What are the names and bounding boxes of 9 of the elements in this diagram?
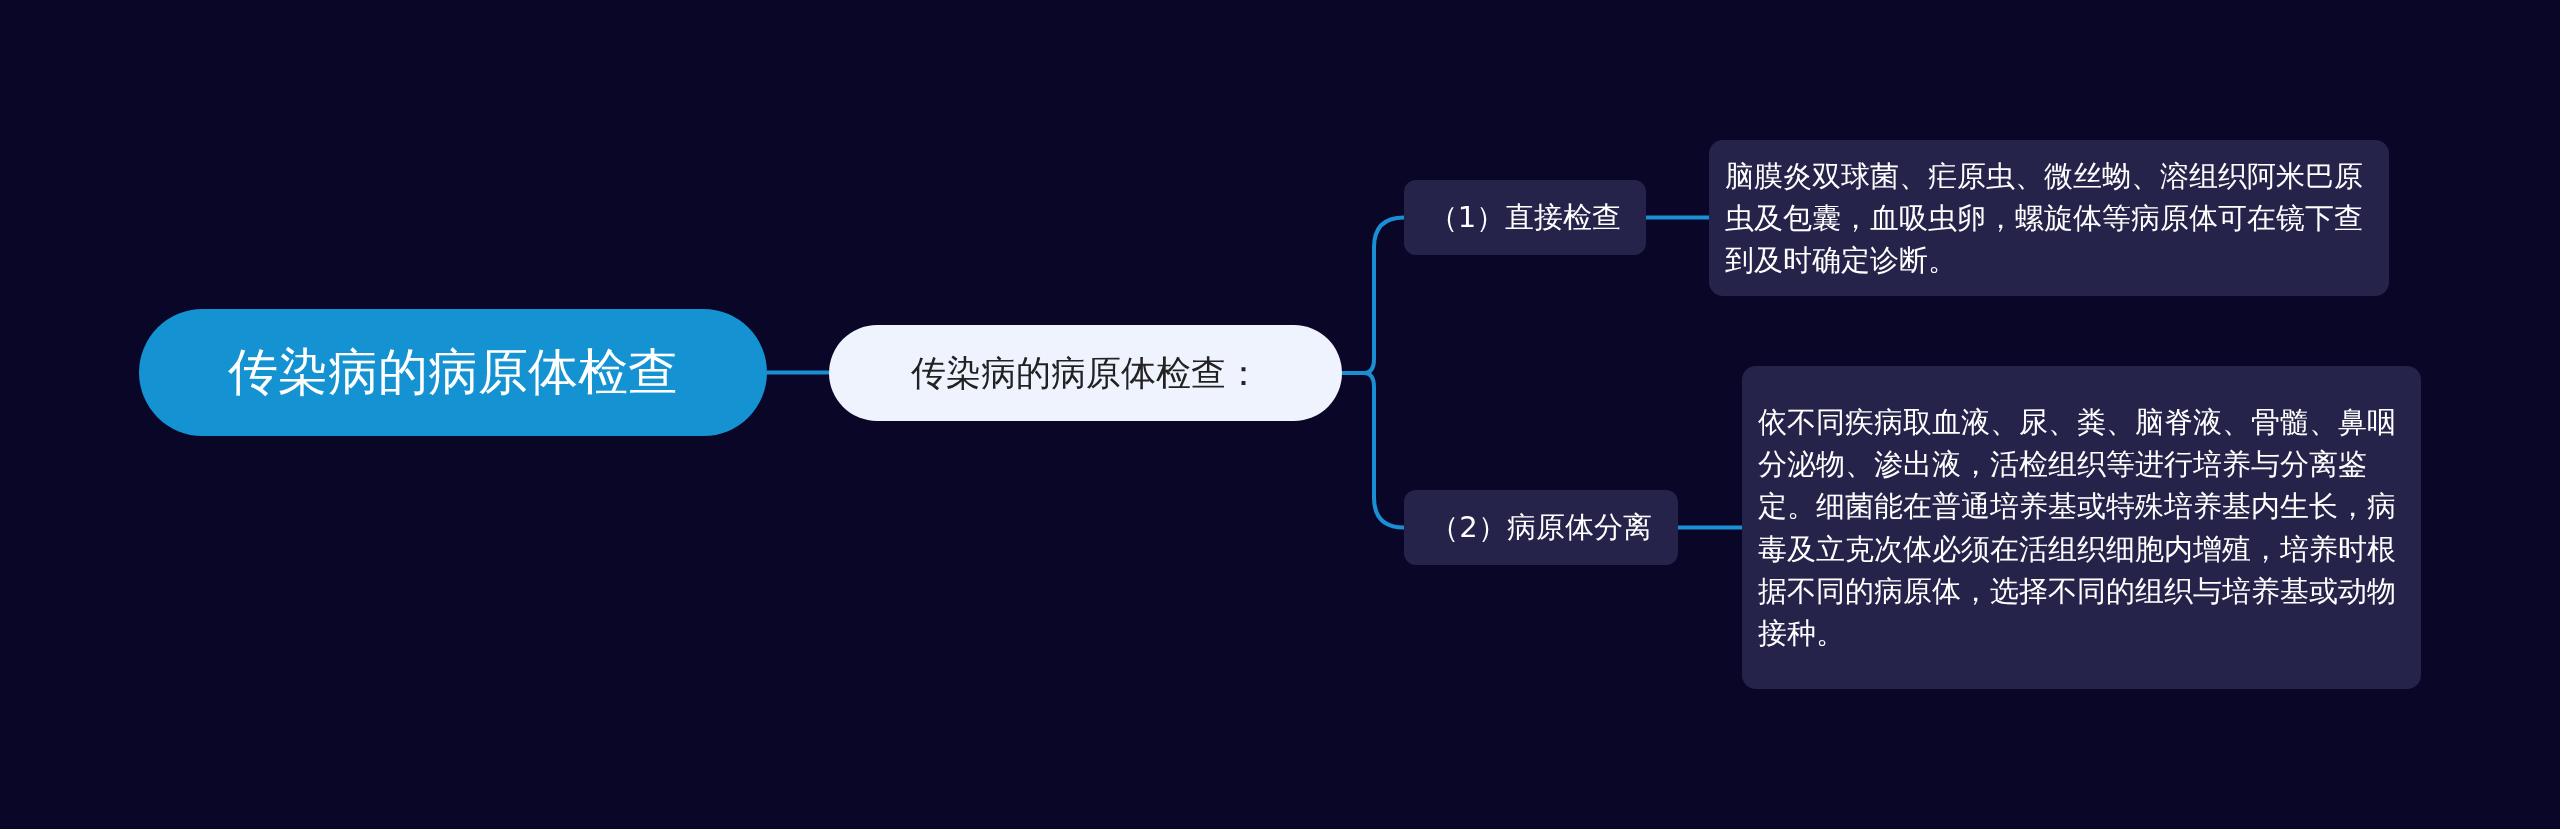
connector-line (767, 370, 829, 375)
root-topic: 传染病的病原体检查 (139, 309, 767, 436)
note-box: 脑膜炎双球菌、疟原虫、微丝蚴、溶组织阿米巴原虫及包囊，血吸虫卵，螺旋体等病原体可在镜下查到及时确定诊断。 (1709, 140, 2389, 296)
topic-box: 传染病的病原体检查： (829, 325, 1342, 421)
subtopic-box: （1）直接检查 (1404, 180, 1646, 255)
note-box: 依不同疾病取血液、尿、粪、脑脊液、骨髓、鼻咽分泌物、渗出液，活检组织等进行培养与分离鉴定。细菌能在普通培养基或特殊培养基内生长，病毒及立克次体必须在活组织细胞内增殖，培养时根据不同的病原体，选择不同的组织与培养基或动物接种。 (1742, 366, 2421, 689)
connector-line (1646, 215, 1709, 220)
connector-line (1678, 525, 1742, 530)
subtopic-box: （2）病原体分离 (1404, 490, 1678, 565)
